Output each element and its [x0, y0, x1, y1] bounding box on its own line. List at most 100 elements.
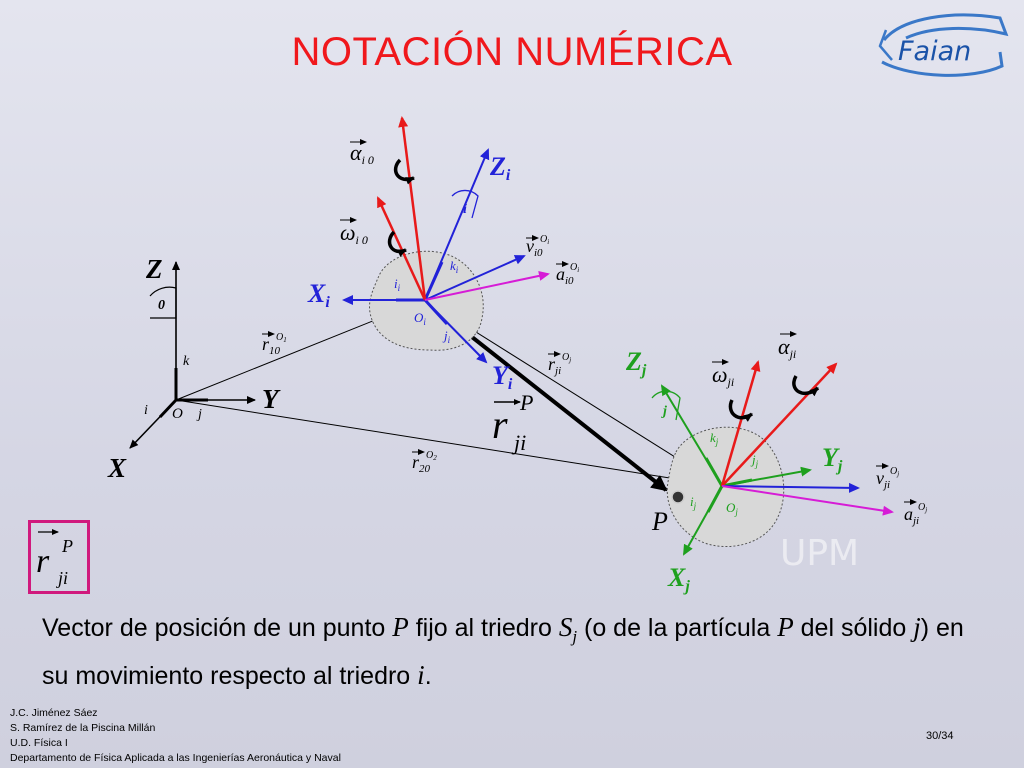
axis-yj-label: Yj: [822, 443, 843, 475]
angle-0-label: 0: [158, 298, 165, 313]
unit-kj: [704, 457, 724, 487]
point-p-label: P: [651, 507, 668, 536]
svg-text:vi0: vi0: [526, 236, 543, 259]
logo-swoosh-left: [878, 29, 893, 61]
svg-text:ai0: ai0: [556, 264, 574, 287]
svg-text:Oj: Oj: [918, 502, 927, 514]
axis-zj-label: Zj: [625, 347, 647, 379]
svg-text:Oi: Oi: [570, 262, 579, 274]
svg-text:Oj: Oj: [890, 466, 899, 478]
footer-line: U.D. Física I: [10, 737, 68, 749]
notation-symbol: r P ji: [36, 529, 73, 588]
axis-x0-label: X: [107, 453, 127, 483]
v-ji-vector: [721, 482, 860, 493]
axis-xi-label: Xi: [307, 279, 330, 311]
footer-line: J.C. Jiménez Sáez: [10, 707, 98, 719]
angle-j-label: j: [661, 404, 667, 419]
footer-credits: J.C. Jiménez Sáez S. Ramírez de la Pisci…: [10, 706, 341, 766]
logo-swoosh-top: [882, 13, 1009, 41]
svg-text:O2: O2: [426, 450, 437, 462]
svg-text:P: P: [519, 390, 533, 415]
svg-text:ωi 0: ωi 0: [340, 220, 368, 247]
vector-r20: [175, 399, 715, 488]
angle-mark-i: [451, 189, 479, 219]
origin-0-label: O: [172, 406, 183, 422]
axis-yi-label: Yi: [492, 361, 513, 393]
origin-j-label: Oj: [726, 500, 738, 517]
omega-i0-rotation-icon: [387, 230, 407, 257]
svg-text:r: r: [36, 543, 50, 580]
omega-i0-vector: [376, 196, 427, 301]
slide-title: NOTACIÓN NUMÉRICA: [291, 30, 733, 74]
label-v-ji: vji Oj: [876, 463, 899, 491]
angle-mark-0: [149, 286, 177, 319]
unit-i0: [158, 398, 178, 419]
unit-k0-label: k: [183, 354, 190, 369]
logo-text: Faian: [898, 36, 971, 67]
unit-ji: [423, 298, 449, 326]
svg-text:ωji: ωji: [712, 362, 734, 389]
solid-i: i Zi Xi Yi Oi ki ii ji: [307, 116, 550, 393]
unit-kj-label: kj: [710, 430, 719, 447]
v-i0-vector: [424, 255, 526, 301]
alpha-ji-rotation-icon: [792, 375, 820, 397]
label-a-ji: aji Oj: [904, 499, 927, 527]
svg-text:Oj: Oj: [562, 352, 571, 364]
a-ji-vector: [721, 485, 894, 516]
page-number: 30/34: [926, 730, 954, 742]
label-a-i0: ai0 Oi: [556, 261, 579, 287]
angle-i-label: i: [463, 202, 467, 217]
frame-0: 0 Z Y X O k j i: [107, 254, 281, 483]
unit-ij: [706, 485, 724, 513]
svg-text:αi 0: αi 0: [350, 140, 374, 167]
a-i0-vector: [424, 270, 550, 301]
svg-text:ji: ji: [511, 430, 526, 455]
unit-ij-label: ij: [690, 494, 697, 511]
axis-z0-label: Z: [145, 254, 163, 284]
unit-ji-label: ji: [442, 328, 451, 345]
label-omega-i0: ωi 0: [340, 217, 368, 247]
omega-ji-rotation-icon: [728, 399, 754, 422]
axis-zi-label: Zi: [489, 152, 511, 184]
unit-ii-label: ii: [394, 276, 401, 293]
unit-jj-label: jj: [750, 452, 759, 469]
logo-swoosh-bottom: [881, 51, 1004, 77]
upm-watermark: UPM: [780, 533, 859, 574]
svg-text:ji: ji: [56, 568, 68, 588]
alpha-ji-vector: [721, 362, 838, 487]
angle-mark-j: [651, 390, 681, 421]
point-p-marker: [671, 490, 685, 504]
solid-j: j Zj Yj Xj Oj kj jj ij: [625, 347, 894, 595]
unit-j0-label: j: [196, 407, 202, 422]
caption-text: Vector de posición de un punto P fijo al…: [42, 612, 964, 690]
notation-box: [28, 520, 90, 594]
label-v-i0: vi0 Oi: [526, 234, 549, 259]
label-alpha-ji: αji: [778, 331, 797, 361]
origin-i-label: Oi: [414, 310, 426, 327]
svg-text:αji: αji: [778, 334, 796, 361]
label-r-ji-P: r P ji: [492, 390, 533, 455]
label-r20: r20 O2: [412, 449, 437, 475]
label-alpha-i0: αi 0: [350, 139, 374, 167]
svg-text:Oi: Oi: [540, 234, 549, 246]
svg-text:rji: rji: [548, 354, 561, 377]
svg-text:r: r: [492, 402, 508, 447]
unit-i0-label: i: [144, 403, 148, 418]
unit-ki: [423, 261, 444, 301]
label-r-ji-Oj: rji Oj: [548, 351, 571, 377]
unit-ki-label: ki: [450, 258, 459, 275]
svg-text:r10: r10: [262, 334, 281, 357]
axis-y0-label: Y: [262, 384, 281, 414]
svg-text:P: P: [61, 536, 73, 556]
omega-ji-vector: [720, 360, 761, 487]
faian-logo: Faian: [878, 13, 1009, 77]
svg-text:aji: aji: [904, 504, 919, 527]
unit-jj: [721, 478, 753, 488]
label-r10: r10 O1: [262, 331, 287, 357]
footer-line: S. Ramírez de la Piscina Millán: [10, 722, 156, 734]
alpha-i0-vector: [398, 116, 427, 301]
footer-line: Departamento de Física Aplicada a las In…: [10, 752, 341, 764]
label-omega-ji: ωji: [712, 359, 734, 389]
alpha-i0-rotation-icon: [393, 158, 415, 185]
